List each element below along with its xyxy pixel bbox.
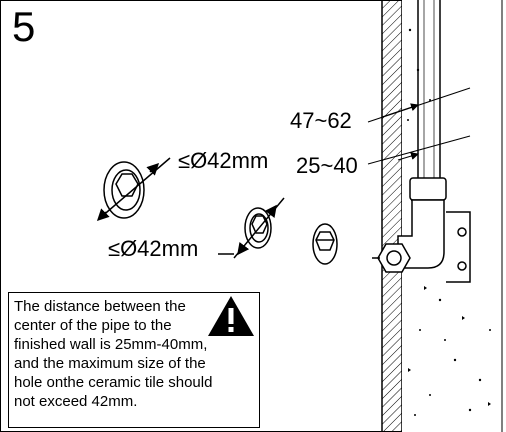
dimension-label-tile-hole: ≤Ø42mm <box>108 236 199 261</box>
warning-note-text: The distance between the center of the p… <box>14 298 213 410</box>
dimension-lines <box>367 87 471 165</box>
dimension-label-escutcheon: ≤Ø42mm <box>178 148 269 173</box>
dimension-label-25-40: 25~40 <box>296 153 358 178</box>
escutcheon-large <box>96 157 171 222</box>
elbow-fitting <box>372 177 471 283</box>
warning-note: The distance between the center of the p… <box>8 292 260 428</box>
escutcheon-small <box>218 197 285 259</box>
dimension-label-47-62: 47~62 <box>290 108 352 133</box>
hex-nut <box>312 223 338 265</box>
step-number: 5 <box>12 3 36 50</box>
warning-triangle-icon <box>208 296 254 336</box>
